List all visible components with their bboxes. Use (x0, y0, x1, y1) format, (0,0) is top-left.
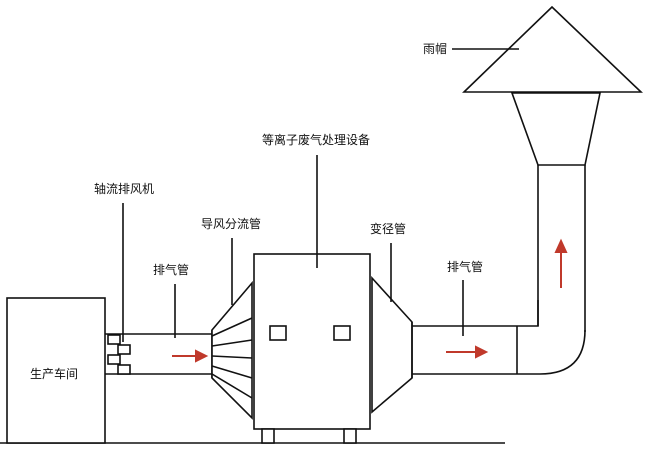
workshop-label: 生产车间 (30, 366, 78, 381)
plasma-unit-foot-right (343, 428, 357, 444)
stack-hood (510, 92, 601, 166)
elbow-pipe (517, 300, 586, 375)
flow-arrow-left (172, 349, 209, 363)
diverter-label: 导风分流管 (201, 216, 261, 231)
workshop-box (6, 297, 106, 444)
plasma-unit-body (253, 253, 371, 430)
plasma-unit-window-left (269, 325, 287, 341)
plasma-unit-foot-left (261, 428, 275, 444)
plasma-unit-window-right (333, 325, 351, 341)
axial-fan-label: 轴流排风机 (94, 181, 154, 196)
diverter-pipe (211, 280, 253, 420)
flow-arrow-right (446, 345, 489, 359)
rain-cap-label: 雨帽 (423, 41, 447, 56)
axial-fan-icon (107, 334, 131, 375)
exhaust-right-label: 排气管 (447, 259, 483, 274)
flow-arrow-up (554, 238, 568, 288)
reducer (371, 275, 413, 414)
reducer-label: 变径管 (370, 221, 406, 236)
exhaust-left-label: 排气管 (153, 262, 189, 277)
plasma-unit-label: 等离子废气处理设备 (262, 132, 370, 147)
